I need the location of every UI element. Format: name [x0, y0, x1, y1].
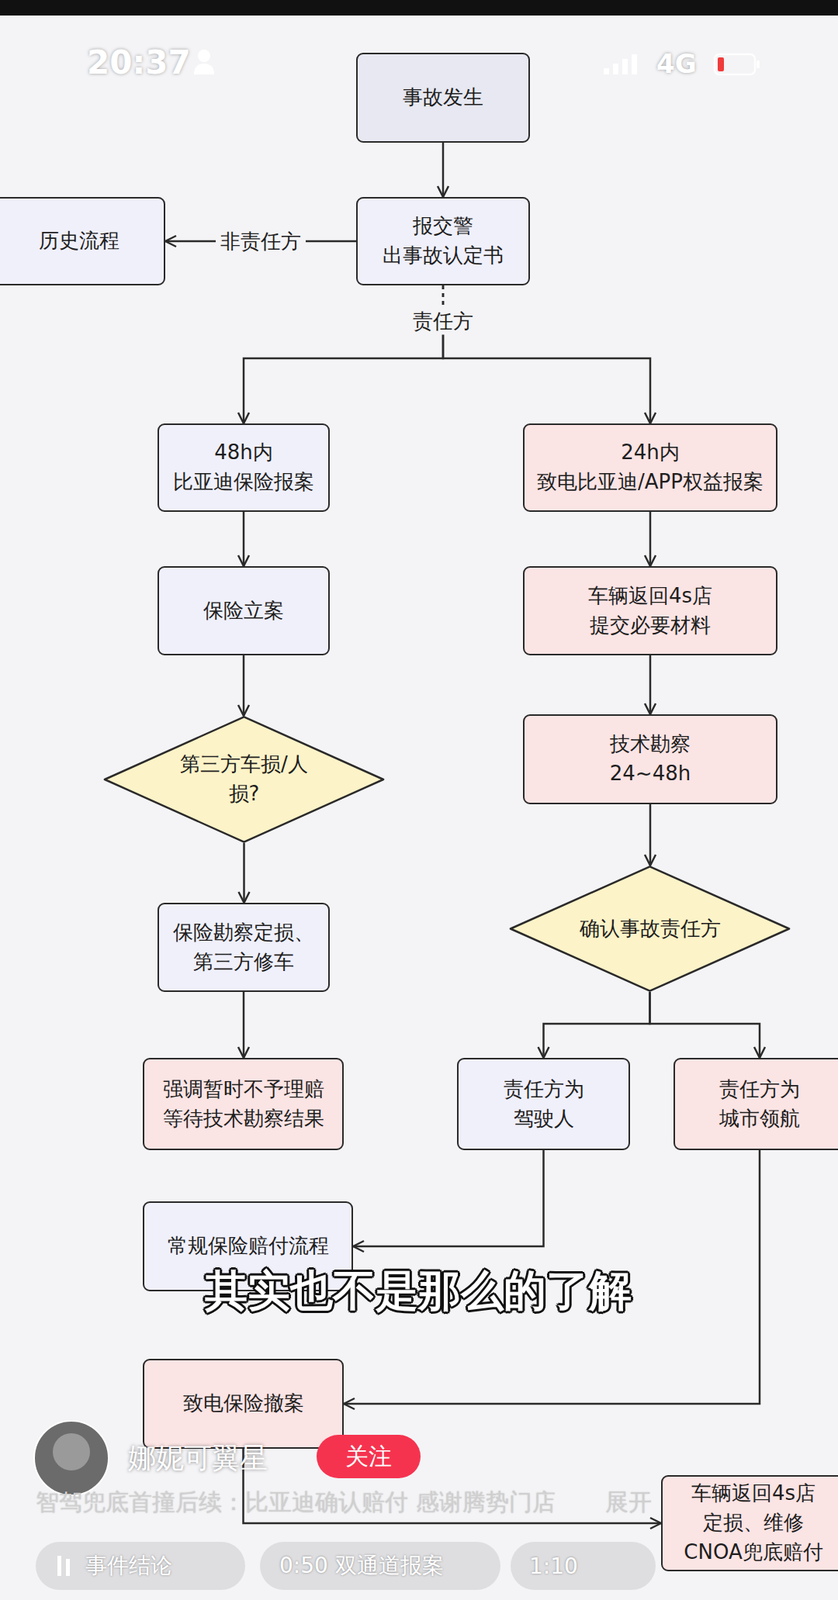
flow-connector: [242, 992, 246, 1059]
process-box: 技术勘察 24~48h: [522, 714, 778, 805]
process-box: 48h内 比亚迪保险报案: [157, 423, 330, 513]
node-text: 报交警 出事故认定书: [369, 211, 517, 271]
video-subtitle: 其实也不是那么的了解: [204, 1263, 632, 1321]
user-name: 娜妮可翼星: [128, 1440, 268, 1479]
flow-connector: [353, 1150, 544, 1247]
process-box: 保险勘察定损、 第三方修车: [157, 903, 330, 993]
node-text: 确认事故责任方: [579, 914, 721, 945]
node-text: 技术勘察 24~48h: [592, 730, 709, 789]
process-box: 致电保险撤案: [142, 1359, 344, 1450]
flow-connector: [242, 655, 246, 717]
signal-bar: [612, 63, 619, 75]
signal-bar: [622, 58, 628, 75]
process-box: 报交警 出事故认定书: [356, 197, 530, 286]
flow-connector: [649, 655, 652, 715]
battery-level: [717, 57, 724, 72]
video-caption: 智驾兜底首撞后续：比亚迪确认赔付 感谢腾势门店: [35, 1487, 556, 1520]
process-box: 车辆返回4s店 定损、维修 CNOA兜底赔付: [661, 1475, 838, 1573]
signal-bar: [603, 68, 610, 75]
follow-button: 关注: [316, 1435, 421, 1479]
top-strip: [0, 0, 838, 16]
flow-connector: [442, 142, 445, 198]
avatar-face: [52, 1433, 91, 1472]
edge-label: 责任方: [408, 308, 478, 336]
flow-connector: [649, 804, 652, 866]
tab-pill: [510, 1542, 656, 1591]
node-text: 24h内 致电比亚迪/APP权益报案: [533, 438, 767, 497]
flow-connector: [543, 992, 651, 1059]
expand-link: 展开: [605, 1487, 652, 1520]
edge-label: 非责任方: [215, 228, 306, 256]
network-indicator: 4G: [656, 48, 697, 80]
person-icon-head: [197, 49, 211, 63]
node-text: 强调暂时不予理赔 等待技术勘察结果: [155, 1075, 331, 1134]
process-box: 强调暂时不予理赔 等待技术勘察结果: [142, 1058, 344, 1151]
process-box: 责任方为 驾驶人: [457, 1058, 631, 1151]
battery-outline: [714, 54, 755, 75]
decision-diamond: 第三方车损/人 损?: [102, 716, 386, 844]
process-box: 责任方为 城市领航: [673, 1058, 838, 1151]
battery-tip: [756, 60, 760, 69]
node-text: 责任方为 城市领航: [701, 1075, 818, 1134]
signal-bar: [631, 54, 638, 75]
flow-connector: [242, 843, 246, 904]
node-text: 车辆返回4s店 提交必要材料: [572, 581, 728, 641]
process-box: 保险立案: [157, 566, 330, 656]
node-text: 致电保险撤案: [183, 1389, 305, 1420]
node-text: 责任方为 驾驶人: [485, 1075, 603, 1134]
flow-connector: [242, 512, 246, 567]
node-text: 历史流程: [38, 226, 120, 257]
node-text: 车辆返回4s店 定损、维修 CNOA兜底赔付: [674, 1479, 834, 1568]
avatar: [34, 1421, 109, 1496]
status-time: 20:37: [86, 43, 191, 82]
process-box: 历史流程: [0, 197, 166, 286]
chapter-tab: 1:10: [529, 1554, 579, 1580]
node-text: 第三方车损/人 损?: [176, 750, 312, 809]
tab-pill: [259, 1542, 501, 1591]
node-text: 48h内 比亚迪保险报案: [168, 438, 320, 497]
tab-pill: [35, 1542, 246, 1591]
diamond-shape: [510, 866, 790, 991]
process-box: 车辆返回4s店 提交必要材料: [522, 566, 778, 656]
flow-connector: [243, 285, 444, 424]
tab-icon-bar: [57, 1556, 62, 1577]
node-text: 保险立案: [203, 596, 284, 627]
node-text: 常规保险赔付流程: [167, 1232, 329, 1262]
flow-connector: [443, 285, 651, 424]
flow-connector: [650, 992, 761, 1059]
tab-icon-bar: [65, 1559, 70, 1577]
process-box: 24h内 致电比亚迪/APP权益报案: [522, 423, 778, 513]
node-text: 保险勘察定损、 第三方修车: [168, 918, 320, 977]
flow-connector: [649, 512, 652, 567]
decision-diamond: 确认事故责任方: [508, 865, 792, 993]
chapter-tab: 0:50 双通道报案: [279, 1551, 444, 1582]
person-icon-body: [193, 63, 215, 75]
diamond-shape: [104, 716, 384, 842]
chapter-tab: 事件结论: [85, 1551, 173, 1582]
diamond-outline: [102, 716, 386, 844]
node-text: 事故发生: [402, 83, 484, 113]
start-box: 事故发生: [356, 52, 530, 143]
